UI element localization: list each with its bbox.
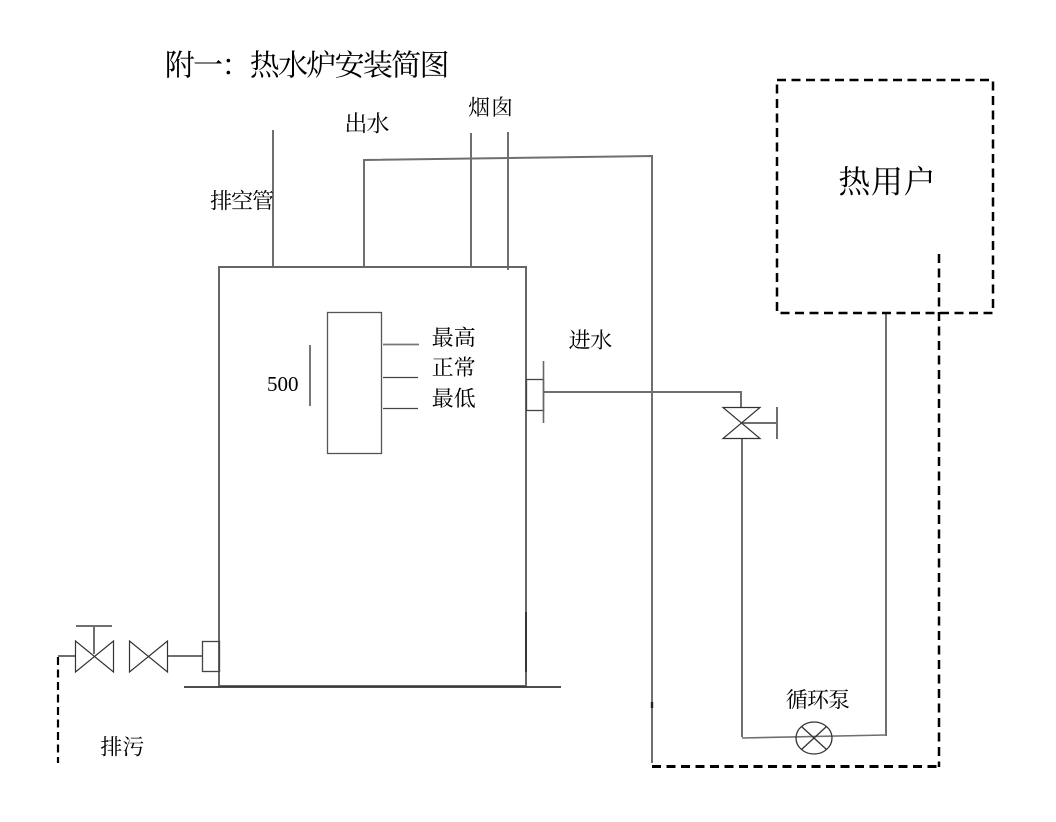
svg-text:500: 500 xyxy=(267,372,299,396)
